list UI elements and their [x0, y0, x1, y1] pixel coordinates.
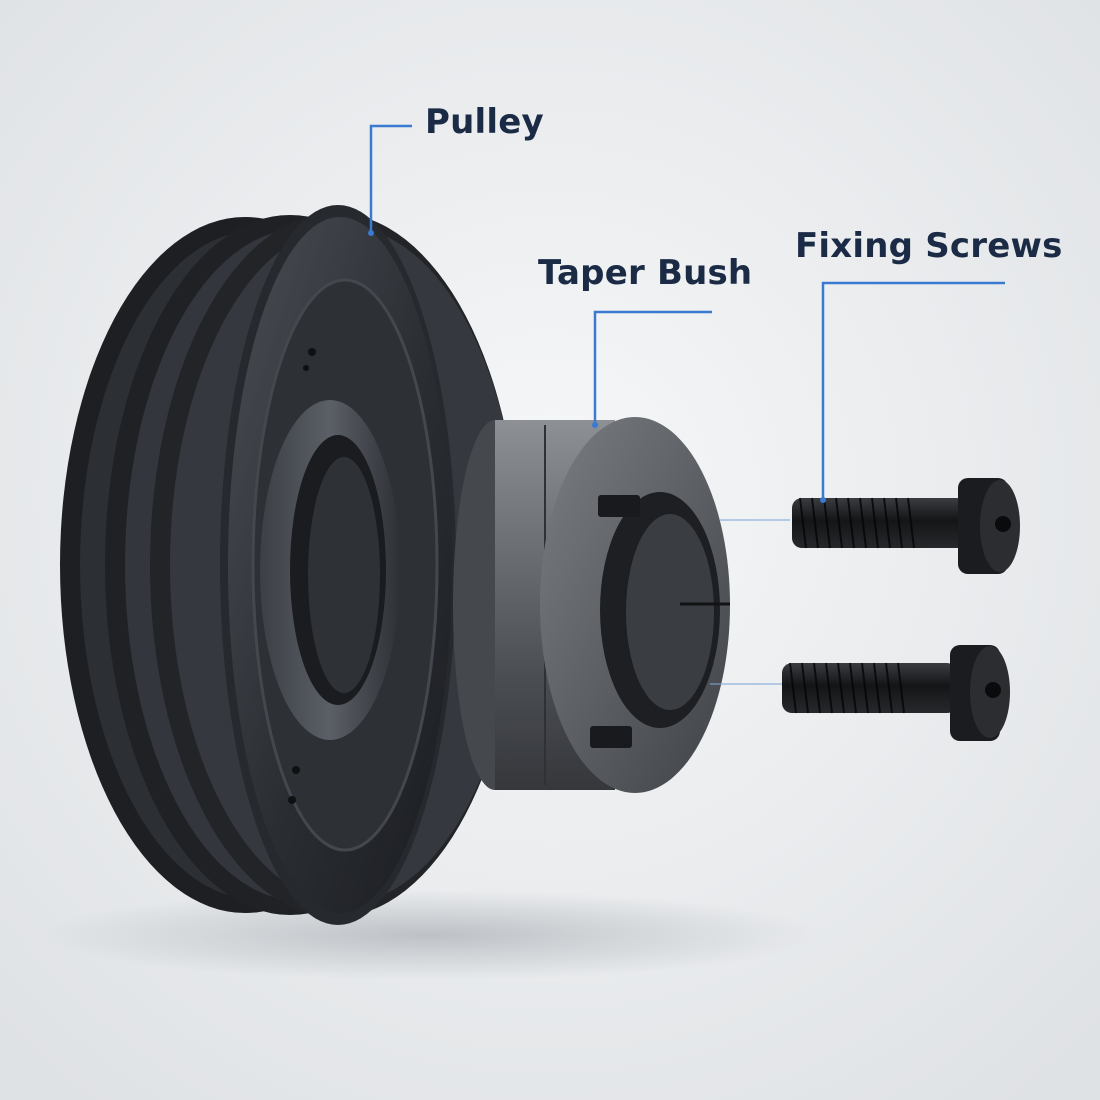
screw-top-shank: [792, 498, 967, 548]
screw-top-socket: [995, 516, 1011, 532]
fixing-screws-leader-line: [821, 281, 1005, 500]
pulley-bore-inner: [308, 457, 380, 693]
screw-bottom-shank: [782, 663, 957, 713]
pulley: [60, 205, 520, 925]
taper-bush-leader-line: [593, 310, 712, 425]
floor-shadow: [40, 890, 820, 980]
screw-bottom-socket: [985, 682, 1001, 698]
fixing-screw-bottom: [782, 645, 1010, 741]
bush-bore-inner: [626, 514, 714, 710]
pulley-hole-4: [288, 796, 296, 804]
bush-keyway-bottom: [590, 726, 632, 748]
bush-keyway-top: [598, 495, 640, 517]
pulley-hole-2: [303, 365, 309, 371]
fixing-screws-label: Fixing Screws: [795, 226, 1063, 266]
taper-bush-label: Taper Bush: [538, 253, 753, 293]
pulley-label: Pulley: [425, 102, 544, 142]
taper-bush: [453, 417, 730, 793]
pulley-leader-line: [369, 124, 412, 233]
fixing-screw-top: [792, 478, 1020, 574]
pulley-hole-1: [308, 348, 316, 356]
pulley-hole-3: [292, 766, 300, 774]
